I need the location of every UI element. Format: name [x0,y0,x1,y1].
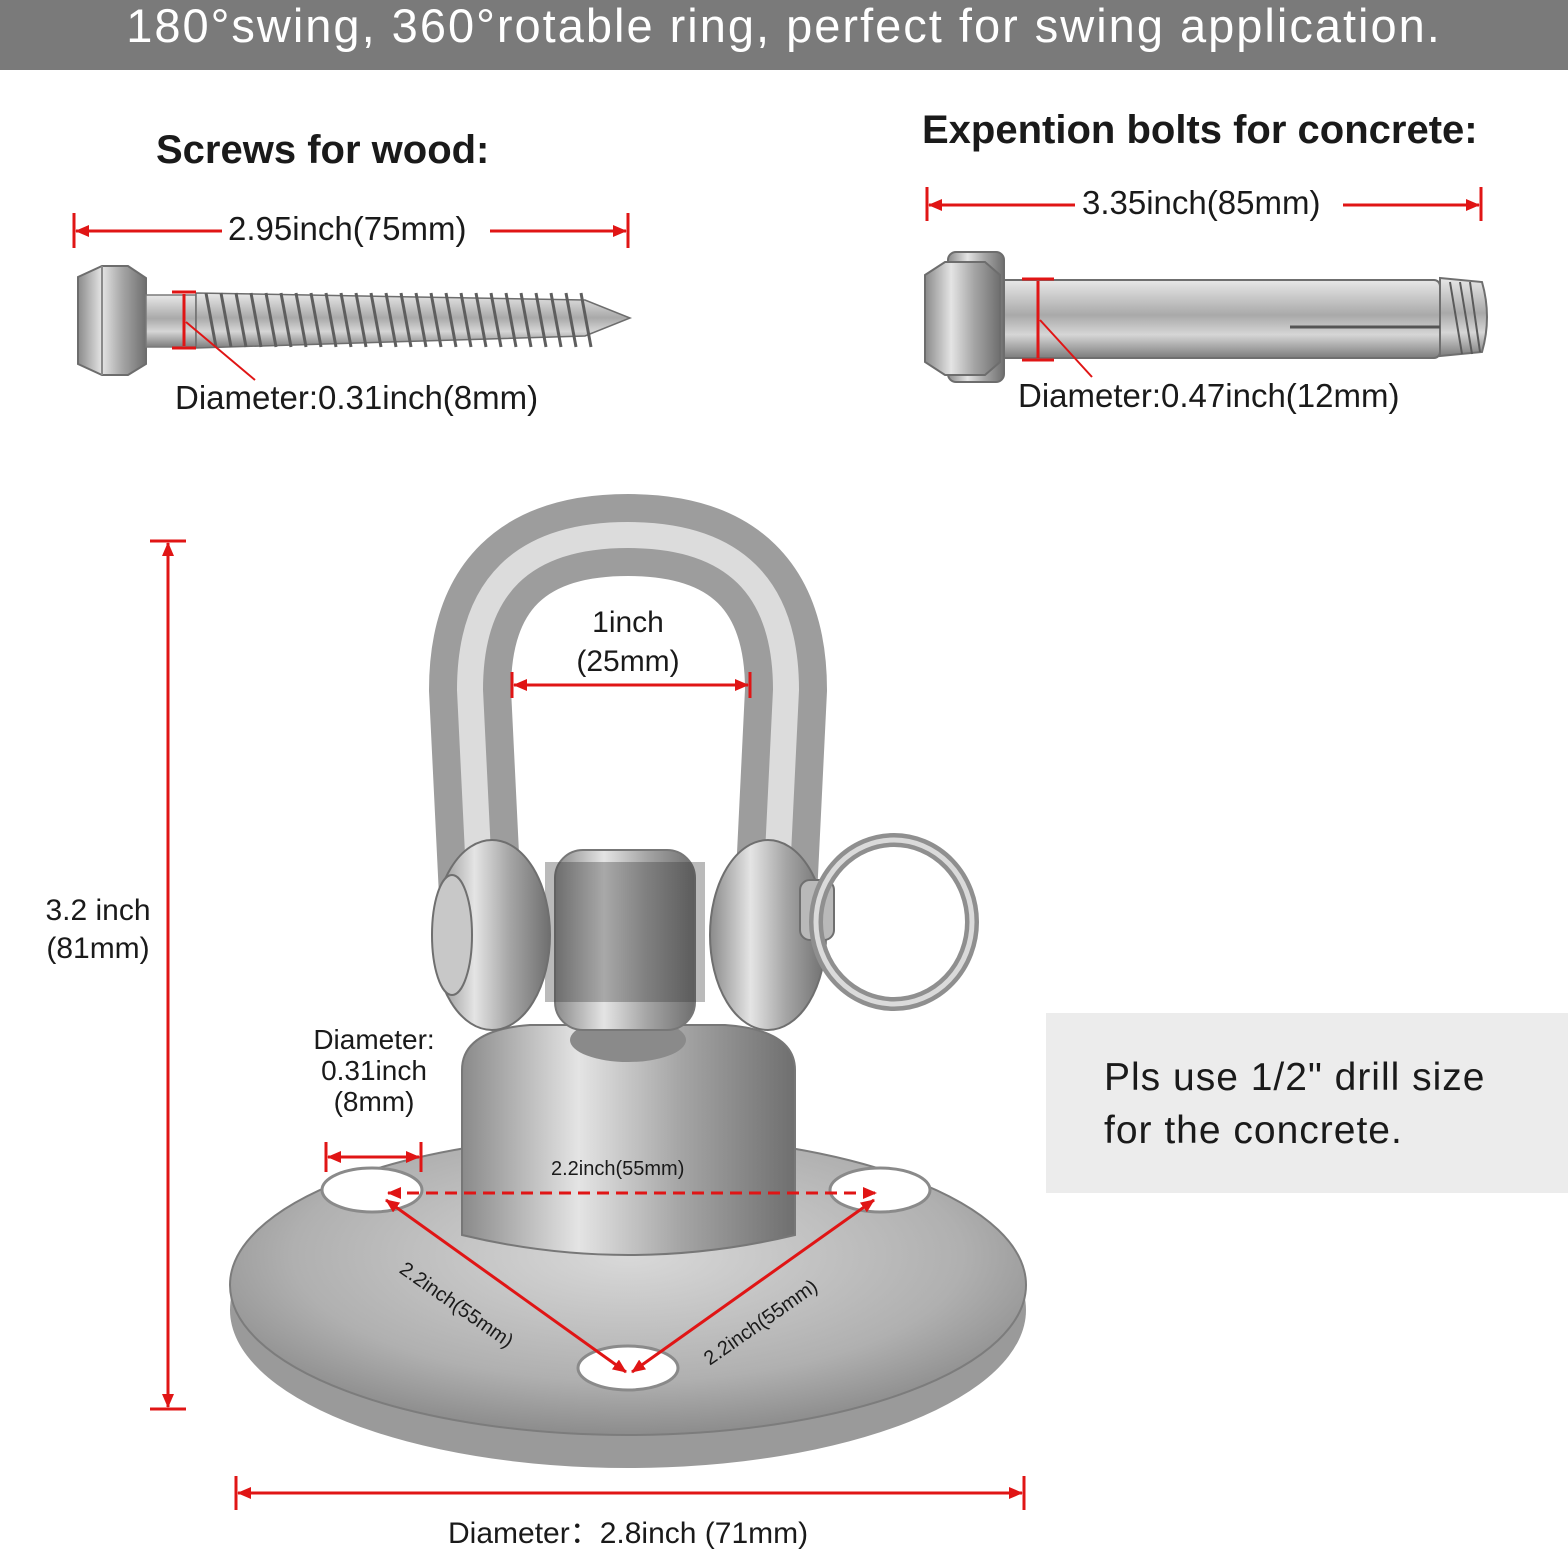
screw-thread [564,292,578,348]
screw-thread [249,292,263,348]
screw-thread [309,292,323,348]
drill-note-box: Pls use 1/2" drill size for the concrete… [1046,1013,1568,1193]
screw-thread [549,292,563,348]
screw-thread [354,292,368,348]
height-dimension [150,539,186,1411]
spacing-top-label: 2.2inch(55mm) [551,1158,685,1180]
screw-thread [489,292,503,348]
screw-thread [294,292,308,348]
wood-diameter-label: Diameter:0.31inch(8mm) [175,379,539,416]
screw-thread [219,292,233,348]
expansion-bolt-image [924,251,1488,383]
concrete-length-label: 3.35inch(85mm) [1082,184,1321,221]
drill-note-text: Pls use 1/2" drill size for the concrete… [1104,1056,1486,1152]
screw-thread [459,292,473,348]
screw-thread [369,292,383,348]
screw-thread [234,292,248,348]
screw-thread [414,292,428,348]
wood-heading: Screws for wood: [156,128,490,172]
wood-diameter-dimension [172,290,256,381]
concrete-diameter-label: Diameter:0.47inch(12mm) [1018,377,1400,414]
screw-thread [474,292,488,348]
screw-thread [534,292,548,348]
concrete-length-dimension [925,187,1483,221]
screw-thread [429,292,443,348]
hole-diameter-dimension [324,1142,423,1172]
screw-thread [324,292,338,348]
screw-thread [384,292,398,348]
banner-text: 180°swing, 360°rotable ring, perfect for… [126,0,1442,52]
wood-length-dimension [72,213,630,248]
screw-thread [399,292,413,348]
hole-diameter-label: Diameter: 0.31inch (8mm) [313,1024,435,1117]
height-label: 3.2 inch (81mm) [45,894,151,965]
wood-length-label: 2.95inch(75mm) [228,210,467,247]
screw-thread [204,292,218,348]
base-diameter-label: Diameter：2.8inch (71mm) [448,1517,809,1550]
concrete-heading: Expention bolts for concrete: [922,108,1478,152]
screw-thread [264,292,278,348]
shackle-width-dimension [510,672,752,698]
shackle-width-label: 1inch (25mm) [576,606,680,678]
screw-thread [279,292,293,348]
wood-screw-image [77,265,633,376]
screw-thread [339,292,353,348]
base-diameter-dimension [234,1476,1026,1510]
hole-spacing-dimensions [385,1187,877,1374]
screw-thread [504,292,518,348]
banner: 180°swing, 360°rotable ring, perfect for… [0,0,1568,70]
concrete-diameter-dimension [1022,277,1093,378]
screw-thread [519,292,533,348]
screw-thread [579,292,593,348]
screw-thread [444,292,458,348]
